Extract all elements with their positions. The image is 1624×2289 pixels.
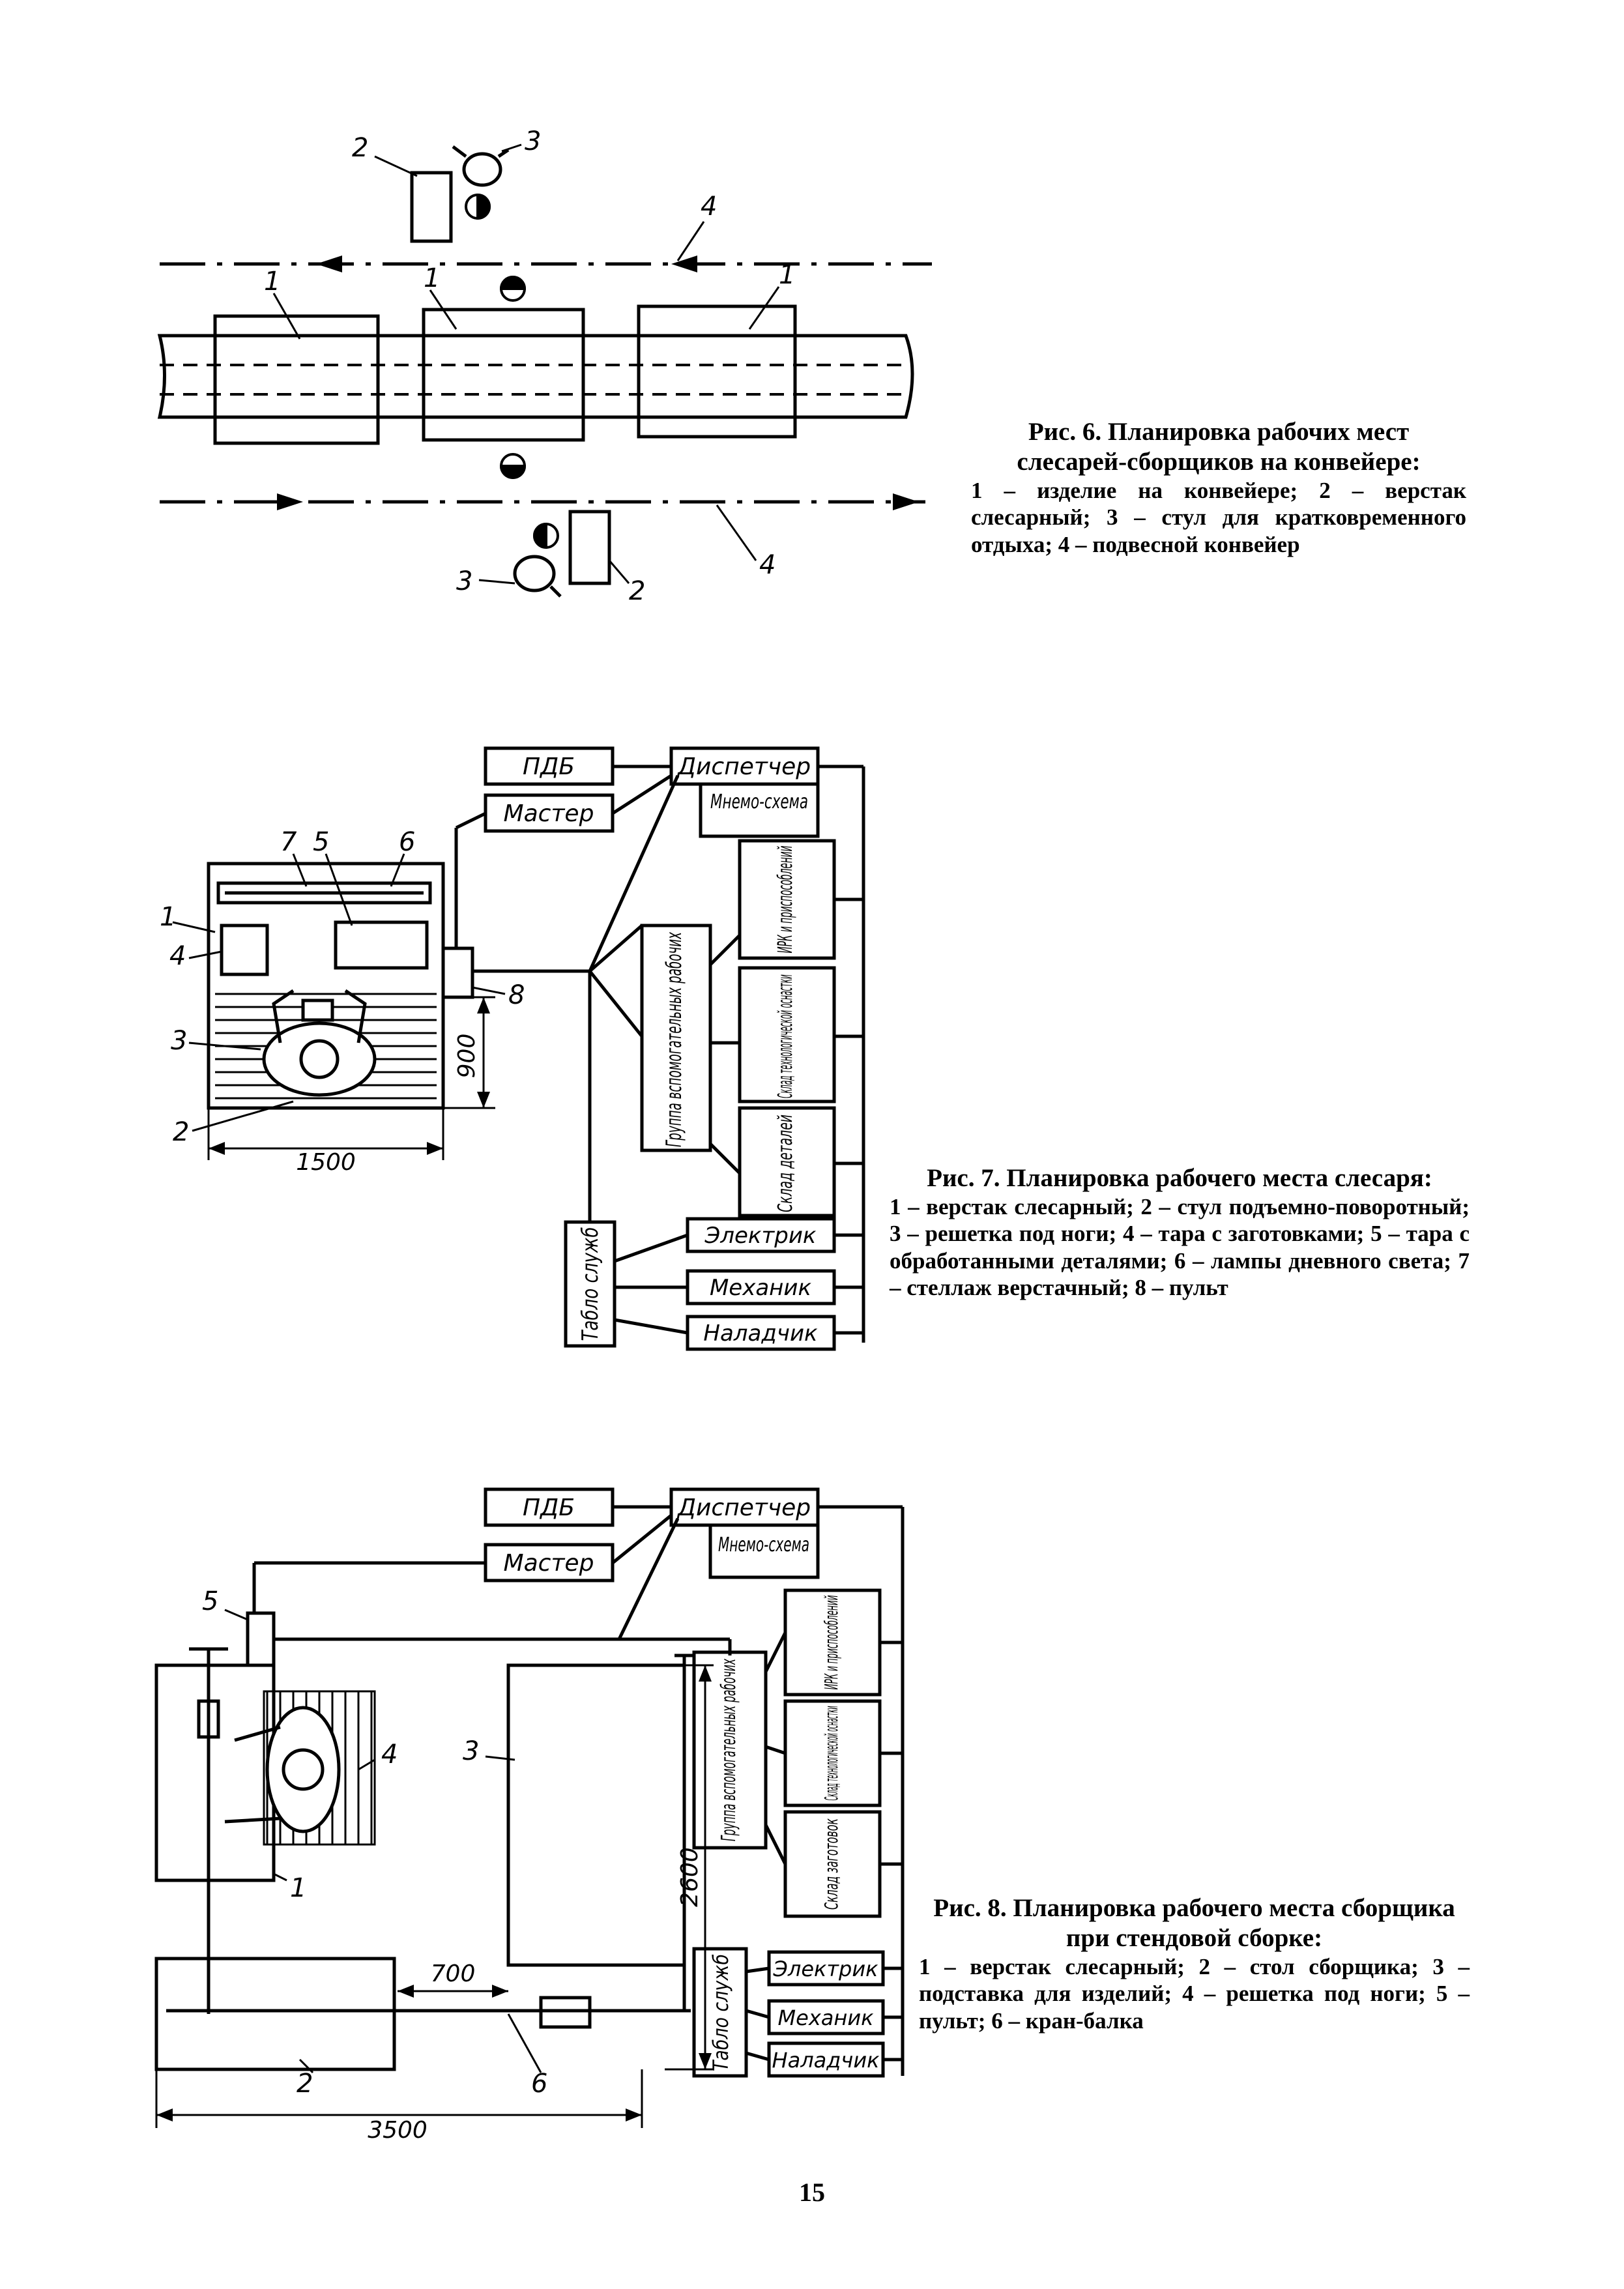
label-electrician: Электрик (773, 1957, 879, 1981)
label-n8: 8 (508, 980, 525, 1010)
label-n4: 4 (381, 1740, 398, 1770)
label-product-2: 1 (424, 263, 440, 293)
fig8-diagram: ПДБ Мастер Диспетчер Мнемо-схема ИРК и п… (154, 1487, 905, 2144)
label-irk: ИРК и приспособлений (820, 1596, 842, 1690)
label-n6: 6 (399, 827, 415, 857)
fig8-caption: Рис. 8. Планировка рабочего места сборщи… (919, 1893, 1470, 2034)
label-tablo: Табло служб (708, 1954, 733, 2071)
conveyor-belt (157, 334, 914, 419)
label-n2: 2 (173, 1117, 189, 1147)
product-1c (637, 304, 797, 439)
chair-bottom (513, 555, 556, 592)
label-dispatcher: Диспетчер (676, 753, 811, 780)
dim-2600: 2600 (676, 1847, 703, 1907)
product-1b (422, 308, 585, 442)
pult-8 (441, 946, 474, 999)
dim-700: 700 (431, 1961, 476, 1987)
label-parts-store: Склад деталей (774, 1115, 797, 1212)
label-bench-bottom: 2 (629, 576, 645, 606)
tray-5 (334, 920, 429, 970)
stand-3 (506, 1663, 686, 1967)
table-2 (154, 1957, 396, 2071)
label-n1: 1 (290, 1873, 306, 1903)
label-tablo: Табло служб (577, 1227, 603, 1341)
label-pdb: ПДБ (523, 1494, 575, 1521)
label-irk: ИРК и приспособлений (774, 846, 797, 954)
lamps-6 (216, 881, 432, 905)
fig6-diagram: 2 3 4 1 1 1 4 2 3 (157, 126, 932, 606)
box-aux-group (692, 1650, 768, 1850)
fig8-legend: 1 – верстак слесарный; 2 – стол сборщика… (919, 1954, 1470, 2034)
label-n6: 6 (531, 2069, 547, 2099)
fig7-legend: 1 – верстак слесарный; 2 – стул подъемно… (890, 1194, 1470, 1300)
fig6-legend: 1 – изделие на конвейере; 2 – верстак сл… (971, 478, 1466, 557)
dim-1500: 1500 (296, 1149, 356, 1176)
chair-top (462, 152, 502, 187)
page-number: 15 (799, 2178, 825, 2207)
label-n3: 3 (171, 1026, 187, 1056)
box-aux-group (640, 924, 712, 1152)
label-master: Мастер (504, 1550, 594, 1577)
label-adjuster: Наладчик (772, 2048, 880, 2073)
label-chair-bottom: 3 (456, 566, 472, 596)
label-pdb: ПДБ (523, 753, 575, 780)
label-tool-store: Склад технологической оснастки (820, 1706, 842, 1801)
crane-hoist (539, 1996, 592, 2029)
label-conveyor-bottom: 4 (759, 550, 776, 580)
tray-4 (220, 924, 269, 976)
label-adjuster: Наладчик (703, 1320, 818, 1347)
workbench-1 (154, 1663, 276, 1882)
box-tablo (564, 1220, 616, 1348)
dim-3500: 3500 (368, 2117, 428, 2144)
fig7-caption: Рис. 7. Планировка рабочего места слесар… (890, 1163, 1470, 1301)
label-n4: 4 (169, 941, 186, 971)
label-conveyor-top: 4 (701, 192, 717, 222)
label-blank-store: Склад заготовок (820, 1818, 842, 1910)
bench-top (410, 171, 453, 243)
dim-900: 900 (454, 1034, 480, 1079)
label-mnemo: Мнемо-схема (710, 791, 808, 813)
label-n7: 7 (280, 827, 297, 857)
fig6-title: Рис. 6. Планировка рабочих мест слесарей… (1017, 418, 1421, 476)
product-1a (213, 314, 380, 445)
fig6-caption: Рис. 6. Планировка рабочих мест слесарей… (971, 417, 1466, 558)
fig7-diagram: ПДБ Мастер Диспетчер Мнемо-схема ИРК и п… (160, 746, 865, 1351)
label-n1: 1 (160, 902, 176, 932)
label-chair-top: 3 (525, 126, 541, 156)
label-aux-group: Группа вспомогательных рабочих (718, 1659, 740, 1841)
label-master: Мастер (504, 800, 594, 827)
fig8-title: Рис. 8. Планировка рабочего места сборщи… (933, 1894, 1455, 1953)
label-aux-group: Группа вспомогательных рабочих (661, 931, 686, 1147)
label-n2: 2 (297, 2069, 313, 2099)
label-tool-store: Склад технологической оснастки (774, 974, 797, 1098)
pult-5 (246, 1611, 276, 1667)
label-electrician: Электрик (704, 1223, 817, 1249)
box-mnemo (699, 782, 820, 838)
label-mechanic: Механик (778, 2005, 875, 2030)
label-mechanic: Механик (710, 1275, 812, 1301)
label-bench-top: 2 (352, 133, 368, 163)
bench-bottom (568, 510, 611, 585)
label-n5: 5 (202, 1586, 218, 1616)
label-n5: 5 (313, 827, 329, 857)
fig7-title: Рис. 7. Планировка рабочего места слесар… (927, 1164, 1432, 1192)
label-product-3: 1 (779, 260, 795, 290)
label-mnemo: Мнемо-схема (718, 1534, 809, 1556)
label-product-1: 1 (264, 267, 280, 297)
label-n3: 3 (463, 1736, 479, 1766)
label-dispatcher: Диспетчер (676, 1494, 811, 1521)
box-mnemo (708, 1523, 820, 1579)
